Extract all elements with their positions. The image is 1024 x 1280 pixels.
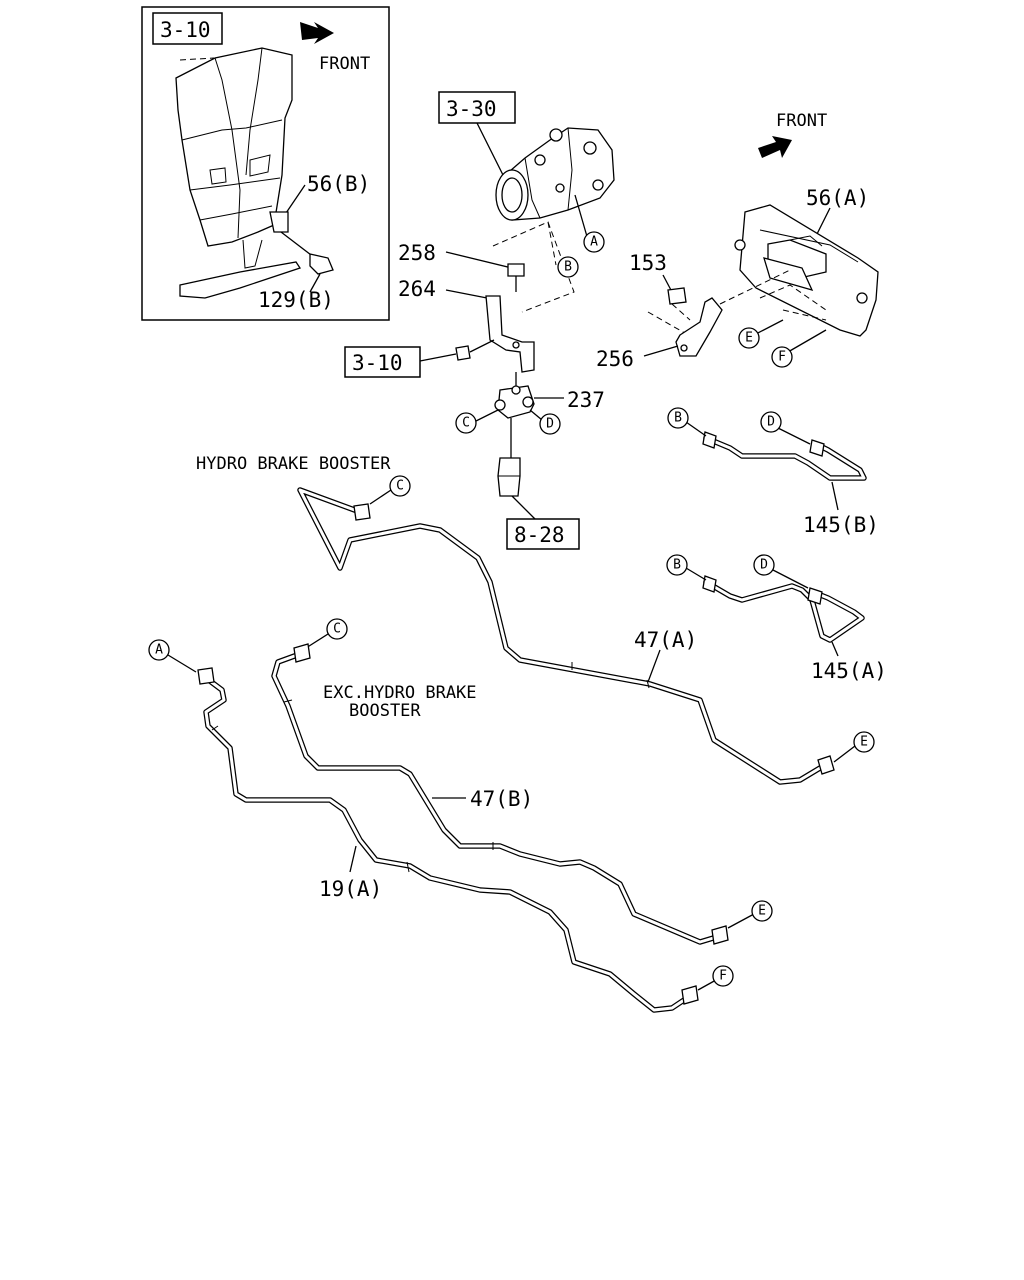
hydro-note: HYDRO BRAKE BOOSTER — [196, 454, 391, 474]
label-258: 258 — [398, 241, 436, 265]
pressure-switch-part — [497, 457, 521, 497]
label-153: 153 — [629, 251, 667, 275]
bracket-264-part — [485, 295, 535, 373]
connector-e-47a[interactable]: E — [853, 731, 875, 753]
ref-3-10-box[interactable] — [344, 346, 421, 378]
label-145b: 145(B) — [803, 513, 879, 537]
pipe-145b — [702, 431, 867, 481]
ref-3-30-label: 3-30 — [446, 97, 497, 121]
svg-text:C: C — [333, 622, 341, 637]
svg-text:D: D — [546, 417, 554, 432]
svg-text:B: B — [674, 411, 682, 426]
bracket-56a-part — [734, 204, 879, 337]
pipe-47a — [297, 487, 835, 785]
connector-d-145b[interactable]: D — [760, 411, 782, 433]
ref-3-30-box[interactable] — [438, 91, 516, 124]
front-arrow-right-icon — [758, 136, 792, 158]
bolt-129b-part — [309, 253, 334, 275]
label-256: 256 — [596, 347, 634, 371]
svg-text:F: F — [778, 350, 786, 365]
connector-b-145b[interactable]: B — [667, 407, 689, 429]
valve-assembly: 3-30 — [438, 91, 615, 221]
svg-text:B: B — [673, 558, 681, 573]
lower-bracket-part — [179, 261, 302, 299]
inset-front-label: FRONT — [319, 54, 370, 74]
connector-d-junction[interactable]: D — [539, 413, 561, 435]
front-arrow-icon — [300, 22, 334, 44]
bolt-153-part — [667, 287, 687, 305]
pipe-47b — [271, 643, 729, 945]
connector-a-19a[interactable]: A — [148, 639, 170, 661]
splash-shield-part — [175, 47, 293, 247]
label-47b: 47(B) — [470, 787, 533, 811]
svg-text:E: E — [745, 331, 753, 346]
connector-f-19a[interactable]: F — [712, 965, 734, 987]
inset-panel: 3-10 FRONT 56(B) 129(B) — [141, 6, 390, 321]
label-129b: 129(B) — [258, 288, 334, 312]
connector-c-junction[interactable]: C — [455, 412, 477, 434]
label-264: 264 — [398, 277, 436, 301]
svg-text:A: A — [155, 643, 163, 658]
connector-b-145a[interactable]: B — [666, 554, 688, 576]
pipe-145a — [702, 575, 865, 643]
exc-note-line2: BOOSTER — [349, 701, 421, 721]
pipe-19a — [197, 667, 699, 1013]
svg-text:F: F — [719, 969, 727, 984]
ref-3-10-label: 3-10 — [352, 351, 403, 375]
ref-8-28-box[interactable] — [506, 518, 580, 550]
svg-text:E: E — [758, 904, 766, 919]
clamp-256-part — [675, 297, 723, 357]
svg-text:C: C — [462, 416, 470, 431]
label-237: 237 — [567, 388, 605, 412]
label-56b: 56(B) — [307, 172, 370, 196]
svg-text:C: C — [396, 479, 404, 494]
inset-ref-box[interactable] — [152, 12, 223, 45]
ref-8-28-label: 8-28 — [514, 523, 565, 547]
label-19a: 19(A) — [319, 877, 382, 901]
connector-e-bracket[interactable]: E — [738, 327, 760, 349]
svg-text:E: E — [860, 735, 868, 750]
connector-e-47b[interactable]: E — [751, 900, 773, 922]
connector-c-hydro[interactable]: C — [389, 475, 411, 497]
svg-text:B: B — [564, 260, 572, 275]
connector-f-bracket[interactable]: F — [771, 346, 793, 368]
bolt-258-part — [507, 263, 525, 277]
svg-text:D: D — [767, 415, 775, 430]
connector-b-valve[interactable]: B — [557, 256, 579, 278]
connector-d-145a[interactable]: D — [753, 554, 775, 576]
connector-a-valve[interactable]: A — [583, 231, 605, 253]
connector-c-47b[interactable]: C — [326, 618, 348, 640]
label-145a: 145(A) — [811, 659, 887, 683]
inset-ref-label: 3-10 — [160, 18, 211, 42]
label-47a: 47(A) — [634, 628, 697, 652]
front-label-right: FRONT — [776, 111, 827, 131]
svg-text:A: A — [590, 235, 598, 250]
nut-part — [455, 345, 471, 361]
label-56a: 56(A) — [806, 186, 869, 210]
exc-note-line1: EXC.HYDRO BRAKE — [323, 683, 477, 703]
clip-56b-part — [269, 211, 289, 233]
svg-text:D: D — [760, 558, 768, 573]
